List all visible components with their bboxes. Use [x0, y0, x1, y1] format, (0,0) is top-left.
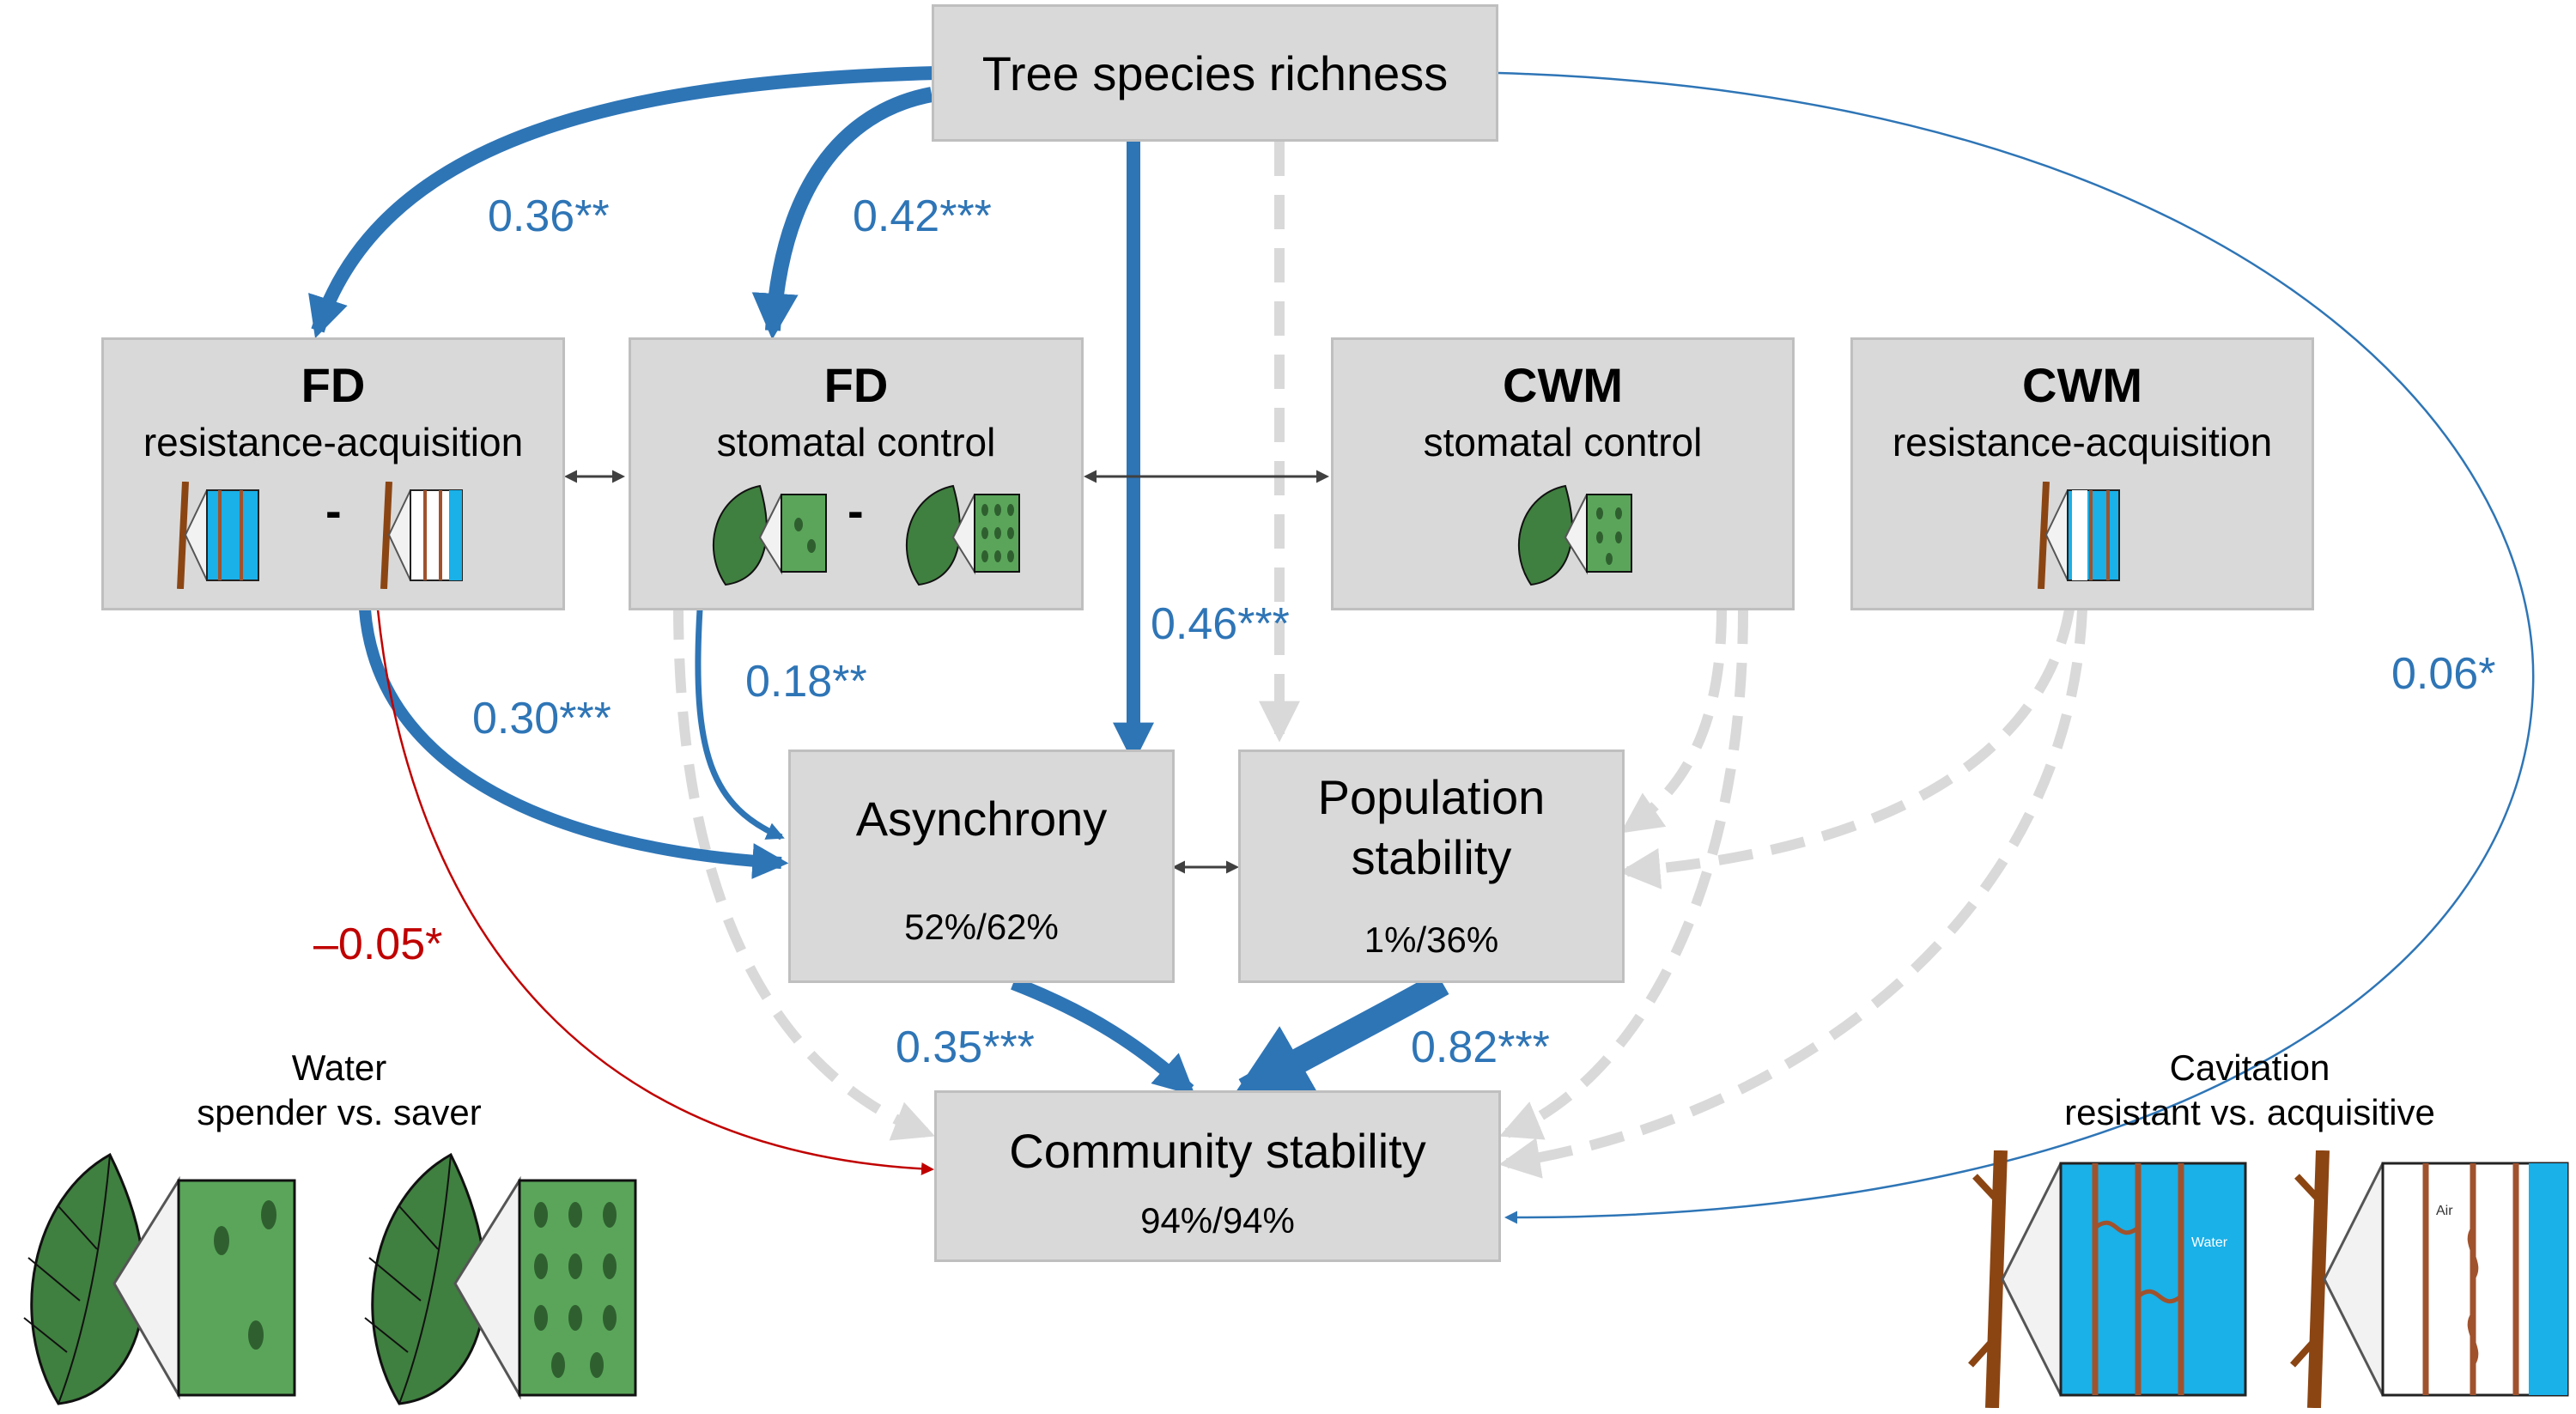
path-popstab-commstab — [1231, 971, 1449, 1102]
node-subtitle: resistance-acquisition — [1892, 420, 2273, 464]
xylem-cavitation-resistant-icon: Water — [1968, 1150, 2247, 1408]
legend-water-subtitle: spender vs. saver — [197, 1092, 482, 1132]
path-cwmsc-commstab — [1499, 609, 1748, 1140]
leaf-water-spender-icon — [23, 1152, 296, 1405]
xylem-water-label: Water — [2191, 1235, 2228, 1250]
node-title-line2: stability — [1351, 830, 1512, 884]
xylem-air-label: Air — [2436, 1204, 2453, 1218]
node-cwm-stomatal-control: CWM stomatal control — [1331, 337, 1795, 610]
node-subtitle: stomatal control — [1423, 420, 1703, 464]
coefficient-richness-community: 0.06* — [2391, 649, 2496, 699]
node-fd-resistance-acquisition: FD resistance-acquisition - — [101, 337, 565, 610]
leaf-stomata-icon — [1517, 484, 1632, 586]
node-title: FD — [823, 358, 889, 412]
node-title: Community stability — [1009, 1124, 1426, 1178]
xylem-cavitation-acquisitive-icon: Air — [2290, 1150, 2569, 1408]
coefficient-fd-stomatal-asynchrony: 0.18** — [745, 657, 867, 707]
path-richness-commstab — [1498, 71, 2535, 1224]
node-r2: 1%/36% — [1364, 919, 1499, 960]
coefficient-richness-asynchrony: 0.46*** — [1151, 599, 1290, 649]
leaf-few-stomata-icon — [712, 484, 827, 586]
path-fdsc-commstab — [673, 604, 935, 1141]
xylem-water-icon — [177, 482, 259, 589]
coefficient-richness-fd-stomatal: 0.42*** — [853, 191, 992, 241]
coefficient-population-community: 0.82*** — [1411, 1023, 1550, 1072]
xylem-air-icon — [380, 482, 463, 589]
path-cwmra-commstab — [1498, 609, 2087, 1179]
coefficient-fd-resistance-asynchrony: 0.30*** — [472, 694, 611, 743]
path-fdra-async — [359, 609, 789, 880]
node-title: FD — [301, 358, 366, 412]
node-cwm-resistance-acquisition: CWM resistance-acquisition — [1850, 337, 2314, 610]
node-title: Tree species richness — [981, 46, 1449, 100]
node-fd-stomatal-control: FD stomatal control - — [629, 337, 1084, 610]
coefficient-asynchrony-community: 0.35*** — [896, 1023, 1035, 1072]
node-tree-species-richness: Tree species richness — [932, 4, 1498, 142]
path-async-commstab — [1011, 976, 1196, 1096]
node-title: CWM — [2022, 358, 2142, 412]
trait-difference-separator: - — [325, 483, 342, 537]
node-community-stability: Community stability 94%/94% — [934, 1090, 1501, 1262]
xylem-icon — [2038, 482, 2120, 589]
legend-cavitation-subtitle: resistant vs. acquisitive — [2064, 1092, 2435, 1132]
node-r2: 52%/62% — [904, 907, 1059, 947]
node-population-stability: Population stability 1%/36% — [1238, 749, 1625, 983]
legend-water: Water spender vs. saver — [137, 1046, 541, 1135]
path-richness-fdra — [308, 66, 937, 339]
path-fdra-commstab — [376, 609, 934, 1175]
node-subtitle: resistance-acquisition — [143, 420, 524, 464]
legend-water-title: Water — [291, 1047, 387, 1088]
node-title-line1: Population — [1317, 770, 1546, 824]
leaf-water-saver-icon — [364, 1152, 637, 1405]
node-title: CWM — [1503, 358, 1623, 412]
node-subtitle: stomatal control — [716, 420, 996, 464]
node-r2: 94%/94% — [1140, 1200, 1295, 1241]
legend-cavitation-title: Cavitation — [2169, 1047, 2330, 1088]
coefficient-richness-fd-resistance: 0.36** — [488, 191, 610, 241]
leaf-many-stomata-icon — [905, 484, 1020, 586]
path-richness-fdsc — [751, 87, 933, 340]
path-cwmra-popstab — [1619, 608, 2075, 889]
path-fdsc-async — [695, 609, 785, 841]
coefficient-fd-resistance-community: –0.05* — [313, 919, 443, 969]
trait-difference-separator: - — [848, 483, 864, 537]
node-title: Asynchrony — [855, 792, 1108, 846]
path-cwmsc-popstab — [1620, 609, 1727, 834]
legend-cavitation: Cavitation resistant vs. acquisitive — [1992, 1046, 2507, 1135]
node-asynchrony: Asynchrony 52%/62% — [788, 749, 1175, 983]
